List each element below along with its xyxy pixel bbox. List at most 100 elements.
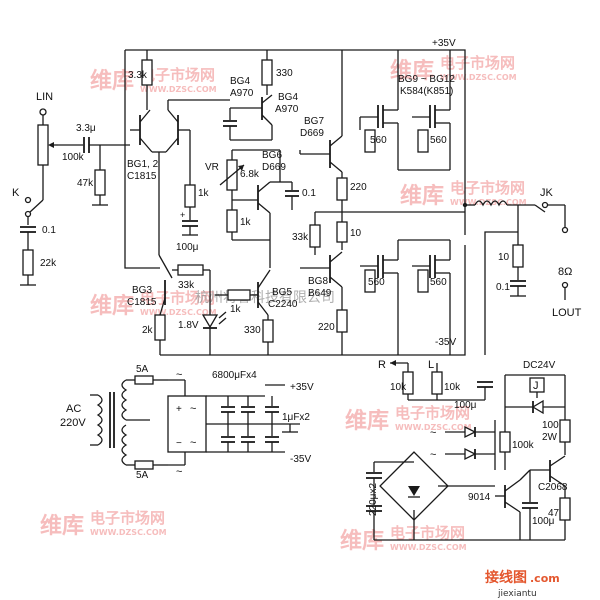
svg-text:~: ~ (190, 437, 196, 449)
caps-small-label: 1μFx2 (282, 412, 310, 423)
c-100u-label: 100μ (176, 242, 199, 253)
r-47k-label: 47k (77, 178, 94, 189)
output-inductor (474, 200, 508, 207)
svg-text:~: ~ (430, 449, 436, 461)
c-100u-b-label: 100μ (454, 400, 477, 411)
bg3-stage: BG3 C1815 2k 33k 1.8V (127, 254, 227, 355)
svg-text:~: ~ (430, 427, 436, 439)
fuse-1 (134, 375, 154, 385)
r-22k-label: 22k (40, 258, 57, 269)
r-220-a-label: 220 (350, 182, 367, 193)
r-33k-mid-label: 33k (292, 232, 309, 243)
r-330-top-label: 330 (276, 68, 293, 79)
watermark-sub-ml: 电子市场网 (140, 289, 215, 307)
watermark-top: 维库 电子市场网 WWW.DZSC.COM (90, 66, 217, 94)
watermark-brand-lr: 维库 (345, 408, 389, 434)
l-in-label: L (428, 359, 434, 371)
watermark-sub-lr: 电子市场网 (395, 404, 470, 422)
bg4b-part-label: A970 (275, 104, 299, 115)
watermark-brand-mr: 维库 (400, 183, 444, 209)
q-9014-label: 9014 (468, 492, 491, 503)
watermark-sub-bl: 电子市场网 (90, 509, 165, 527)
r-100k-label: 100k (62, 152, 85, 163)
watermark-mid-left: 维库 电子市场网 WWW.DZSC.COM (90, 289, 217, 319)
watermark-lower-right: 维库 电子市场网 WWW.DZSC.COM (345, 404, 472, 434)
filter-cap-mid (241, 396, 255, 452)
transformer-secondary-top (121, 379, 128, 421)
transformer-secondary-bottom (121, 424, 128, 466)
r-560-3-label: 560 (368, 277, 385, 288)
svg-text:+: + (180, 210, 185, 220)
bg6-part-label: D669 (262, 162, 286, 173)
output-mosfets: BG9 ~ BG12 K584(K851) 560 560 560 (359, 50, 475, 355)
watermark-bottom-left: 维库 电子市场网 WWW.DZSC.COM (40, 509, 167, 539)
r-330-bot (262, 319, 274, 343)
bg7-part-label: D669 (300, 128, 324, 139)
watermark-bottom-mid: 维库 电子市场网 WWW.DZSC.COM (340, 524, 467, 554)
lout-label: LOUT (552, 307, 582, 319)
tilde1-label: ~ (176, 369, 182, 381)
r-220-b (336, 309, 348, 333)
watermark-mid-right: 维库 电子市场网 WWW.DZSC.COM (400, 179, 527, 209)
bg4a-label: BG4 (230, 76, 250, 87)
watermark-url-bm: WWW.DZSC.COM (390, 543, 467, 552)
bg12-part-label: C1815 (127, 171, 157, 182)
protection-circuit: R 10k L 10k 100μ DC24V J ~ ~ (366, 359, 571, 541)
watermark-url-ml: WWW.DZSC.COM (140, 308, 217, 317)
r-68k-label: 6.8k (240, 169, 260, 180)
diff-pair: 3.3k BG1, 2 C1815 (127, 50, 230, 255)
bg5-label: BG5 (272, 287, 292, 298)
relay-label: J (533, 380, 539, 392)
speaker-top-terminal (561, 226, 569, 234)
r-33k-top-label: 3.3k (128, 70, 148, 81)
output-network: JK 10 0.1 8Ω LOUT (474, 187, 582, 355)
fuse-2 (134, 460, 154, 470)
r-1k-a (184, 184, 196, 208)
r-560-2 (417, 129, 429, 153)
watermark-sub-tr: 电子市场网 (440, 54, 515, 72)
watermark-brand-top: 维库 (90, 68, 134, 94)
logo-com: .com (530, 572, 560, 585)
q-c2068-label: C2068 (538, 482, 568, 493)
bg9-label: BG9 ~ BG12 (398, 74, 455, 85)
logo-url: jiexiantu (497, 589, 537, 599)
r-47-label: 47 (548, 508, 560, 519)
bridge-rectifier (167, 395, 207, 453)
input-section: LIN 100k 3.3μ 47k K 0.1 22k (12, 91, 130, 286)
bg6-label: BG6 (262, 150, 282, 161)
r-33k-bg3-label: 33k (178, 280, 195, 291)
r-560-4 (417, 269, 429, 293)
fuse2-label: 5A (136, 470, 149, 481)
r-1k-b (226, 209, 238, 233)
r-2k-label: 2k (142, 325, 154, 336)
diode-relay (531, 399, 544, 415)
led-v-label: 1.8V (178, 320, 199, 331)
bg8-label: BG8 (308, 276, 328, 287)
c-01-out-label: 0.1 (496, 282, 510, 293)
r-47k (94, 169, 106, 196)
r-10k-2-label: 10k (444, 382, 461, 393)
dc24-label: DC24V (523, 360, 556, 371)
r-330-bot-label: 330 (244, 325, 261, 336)
r-1k-c (227, 289, 251, 301)
fuse1-label: 5A (136, 364, 149, 375)
r-100-2w (559, 419, 571, 443)
p35-label: +35V (290, 382, 314, 393)
bg9-part-label: K584(K851) (400, 86, 453, 97)
r-10 (336, 221, 348, 243)
watermark-brand-bm: 维库 (340, 528, 384, 554)
watermark-sub-top: 电子市场网 (140, 66, 215, 84)
watermark-url-top: WWW.DZSC.COM (140, 85, 217, 94)
watermark-url-mr: WWW.DZSC.COM (450, 198, 527, 207)
bg12-label: BG1, 2 (127, 159, 159, 170)
speaker-bottom-terminal (561, 281, 569, 289)
r-10-out (512, 244, 524, 268)
bg4a-part-label: A970 (230, 88, 254, 99)
r-10k-2 (431, 371, 443, 395)
bg7-label: BG7 (304, 116, 324, 127)
k-label: K (12, 187, 20, 199)
svg-text:+: + (176, 404, 182, 415)
r-560-3 (364, 269, 376, 293)
led-icon (201, 314, 219, 329)
